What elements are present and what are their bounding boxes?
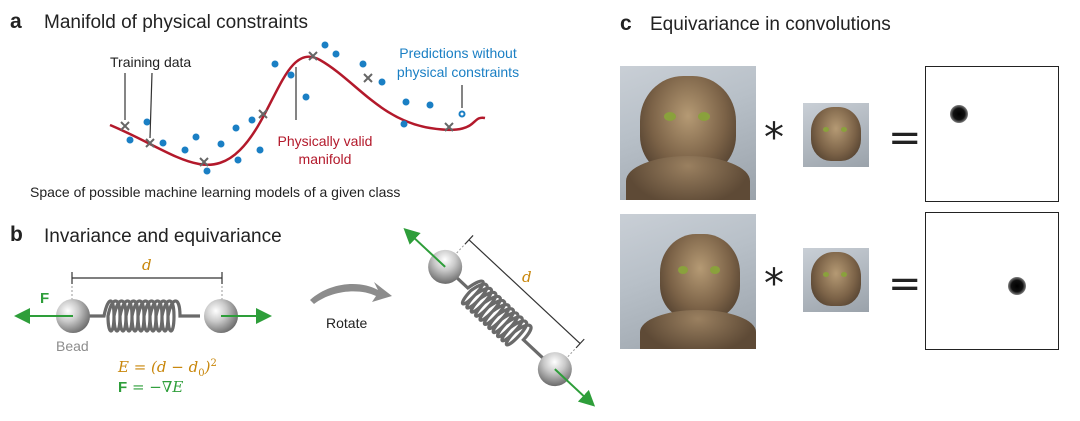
force-label: F <box>40 290 50 307</box>
activation-blob-2 <box>1008 277 1026 295</box>
prediction-dot <box>192 133 200 141</box>
panel-a-title: Manifold of physical constraints <box>44 12 309 33</box>
rotate-arrow <box>310 282 392 304</box>
prediction-dot <box>256 146 264 154</box>
force-arrow-rotated-bottom <box>554 368 596 407</box>
prediction-dot <box>302 93 310 101</box>
activation-blob-1 <box>950 105 968 123</box>
equals-operator-1: = <box>888 115 922 161</box>
training-data-label: Training data <box>110 54 192 70</box>
cat-kernel-1 <box>803 103 869 167</box>
prediction-dots <box>126 41 466 175</box>
manifold-label-line1: Physically valid <box>277 133 373 149</box>
panel-b-title: Invariance and equivariance <box>44 226 282 247</box>
prediction-dot <box>181 146 189 154</box>
prediction-dot <box>321 41 329 49</box>
distance-label-rotated: d <box>522 268 532 286</box>
training-cross <box>363 73 373 83</box>
conv-operator-1: * <box>764 115 784 161</box>
prediction-dot <box>248 116 256 124</box>
prediction-dot-highlight <box>460 112 464 116</box>
training-cross <box>199 157 209 167</box>
prediction-dot <box>203 167 211 175</box>
panel-b-letter: b <box>10 223 23 246</box>
bead-label: Bead <box>56 338 89 354</box>
panel-a-caption: Space of possible machine learning model… <box>30 184 401 200</box>
prediction-dot <box>234 156 242 164</box>
prediction-dot <box>232 124 240 132</box>
training-cross <box>444 122 454 132</box>
energy-equation: E = (d − d0)2 <box>118 358 217 379</box>
prediction-dot <box>217 140 225 148</box>
prediction-dot <box>378 78 386 86</box>
prediction-dot <box>126 136 134 144</box>
panel-a-letter: a <box>10 10 22 33</box>
predictions-label-line1: Predictions without <box>399 45 517 61</box>
cat-image-2 <box>620 214 756 349</box>
rotate-label: Rotate <box>326 315 368 331</box>
conv-operator-2: * <box>764 261 784 307</box>
training-cross <box>145 138 155 148</box>
panel-c-title: Equivariance in convolutions <box>650 14 891 35</box>
prediction-dot <box>287 71 295 79</box>
training-cross <box>258 109 268 119</box>
prediction-dot <box>359 60 367 68</box>
equals-operator-2: = <box>888 261 922 307</box>
force-equation: F = −∇E <box>118 378 184 396</box>
output-map-1 <box>925 66 1059 202</box>
force-arrow-rotated-top <box>403 227 446 268</box>
cat-image-1 <box>620 66 756 200</box>
rotated-spring-group <box>403 227 596 407</box>
output-map-2 <box>925 212 1059 350</box>
training-cross <box>120 121 130 131</box>
manifold-label-line2: manifold <box>298 151 352 167</box>
training-cross <box>308 51 318 61</box>
training-crosses <box>120 51 454 167</box>
predictions-label-line2: physical constraints <box>396 64 520 80</box>
prediction-dot <box>400 120 408 128</box>
prediction-dot <box>332 50 340 58</box>
training-leader-2 <box>149 72 153 139</box>
cat-kernel-2 <box>803 248 869 312</box>
prediction-dot <box>402 98 410 106</box>
prediction-dot <box>143 118 151 126</box>
prediction-dot <box>271 60 279 68</box>
spring-horizontal <box>88 299 200 333</box>
panel-c-letter: c <box>620 12 632 35</box>
distance-label: d <box>142 256 152 274</box>
prediction-dot <box>426 101 434 109</box>
prediction-dot <box>159 139 167 147</box>
